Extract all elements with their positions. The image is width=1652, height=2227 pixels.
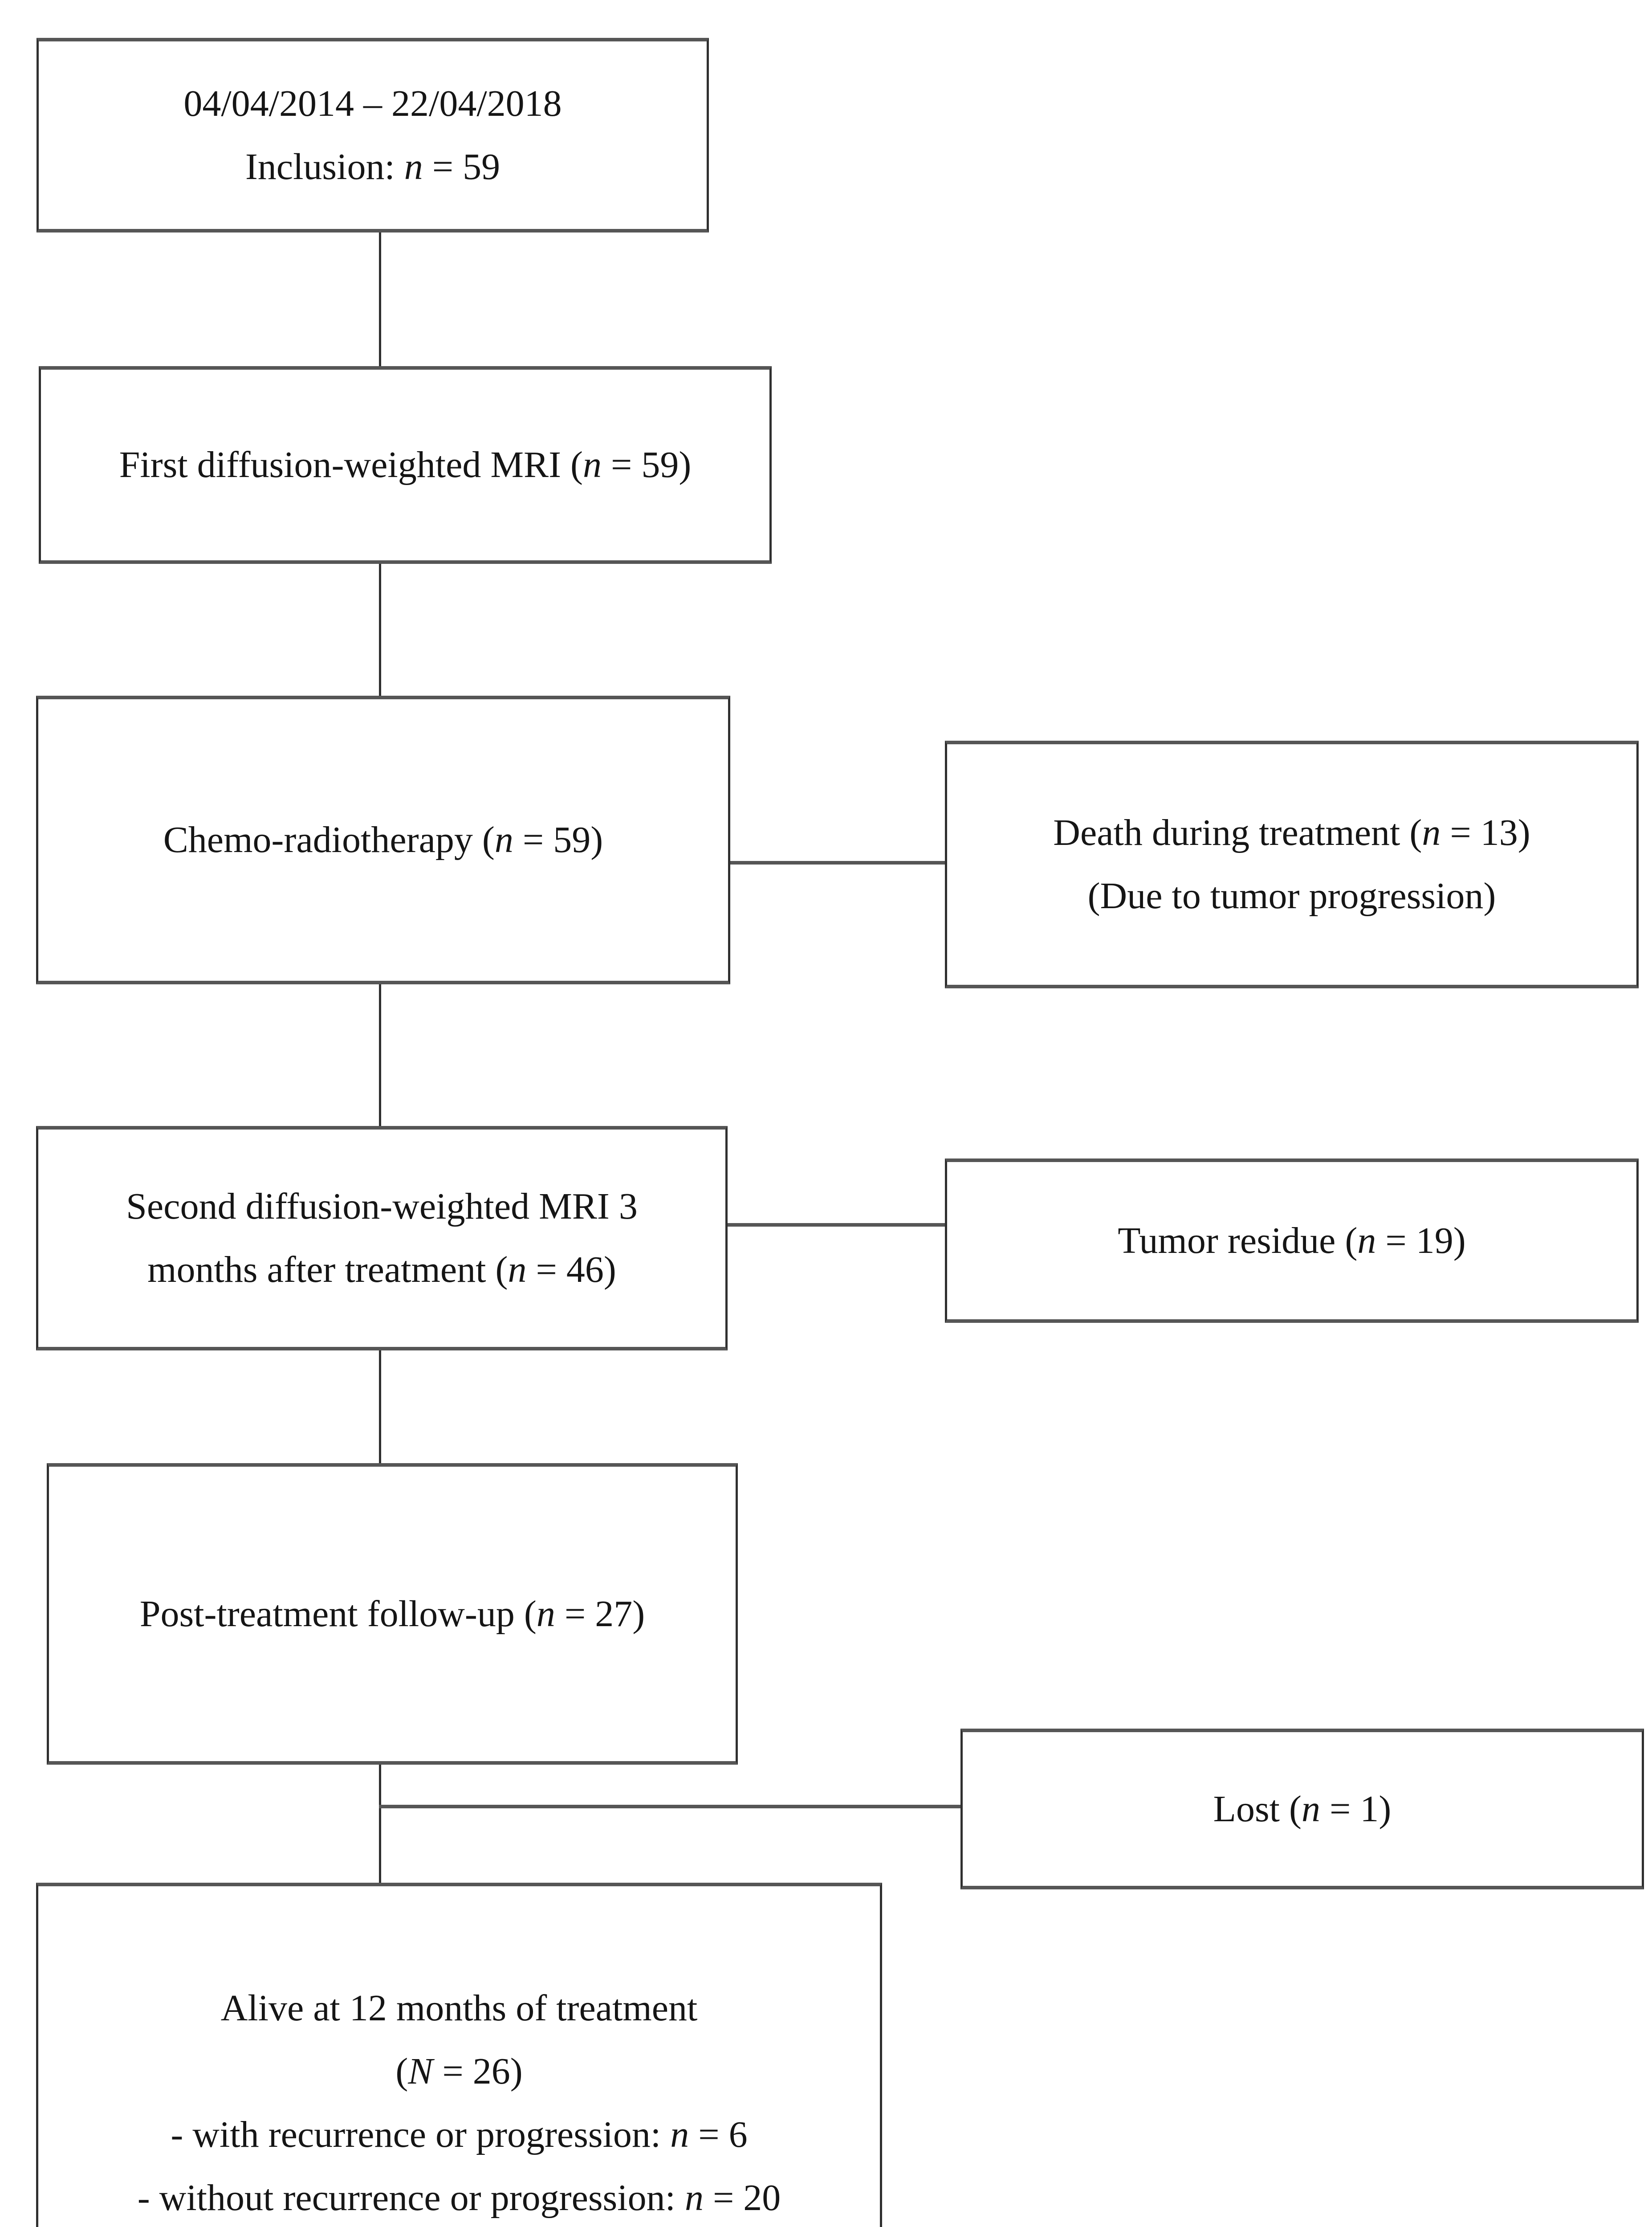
box-death-during-treatment: Death during treatment (n = 13) (Due to … xyxy=(945,741,1639,988)
connector-second-mri-to-residue xyxy=(728,1223,945,1227)
box-lost: Lost (n = 1) xyxy=(960,1729,1644,1889)
second-mri-line-1: Second diffusion-weighted MRI 3 xyxy=(126,1186,638,1227)
followup-line: Post-treatment follow-up (n = 27) xyxy=(139,1593,645,1635)
connector-followup-to-lost xyxy=(379,1805,960,1808)
box-post-treatment-follow-up: Post-treatment follow-up (n = 27) xyxy=(47,1463,738,1765)
death-count-line: Death during treatment (n = 13) xyxy=(1053,812,1530,853)
tumor-residue-line: Tumor residue (n = 19) xyxy=(1118,1220,1466,1261)
connector-followup-to-alive xyxy=(379,1765,381,1885)
alive-without-recurrence-line: - without recurrence or progression: n =… xyxy=(137,2177,781,2219)
connector-second-mri-to-followup xyxy=(379,1350,381,1463)
box-tumor-residue: Tumor residue (n = 19) xyxy=(945,1158,1639,1323)
second-mri-line-2: months after treatment (n = 46) xyxy=(147,1249,616,1290)
connector-chemo-to-death xyxy=(730,861,945,865)
box-inclusion: 04/04/2014 – 22/04/2018 Inclusion: n = 5… xyxy=(37,38,709,232)
connector-chemo-to-second-mri xyxy=(379,984,381,1126)
inclusion-dates-line: 04/04/2014 – 22/04/2018 xyxy=(183,82,562,124)
box-second-dw-mri: Second diffusion-weighted MRI 3 months a… xyxy=(36,1126,728,1350)
inclusion-count-line: Inclusion: n = 59 xyxy=(245,146,500,188)
box-alive-12-months: Alive at 12 months of treatment (N = 26)… xyxy=(36,1883,882,2227)
alive-with-recurrence-line: - with recurrence or progression: n = 6 xyxy=(171,2114,748,2155)
box-first-dw-mri: First diffusion-weighted MRI (n = 59) xyxy=(39,366,772,564)
connector-inclusion-to-first-mri xyxy=(379,232,381,366)
chemo-line: Chemo-radiotherapy (n = 59) xyxy=(163,819,603,861)
box-chemo-radiotherapy: Chemo-radiotherapy (n = 59) xyxy=(36,696,730,984)
first-mri-line: First diffusion-weighted MRI (n = 59) xyxy=(119,444,692,485)
alive-count-line: (N = 26) xyxy=(395,2051,523,2092)
lost-line: Lost (n = 1) xyxy=(1213,1788,1392,1830)
alive-title-line: Alive at 12 months of treatment xyxy=(220,1987,698,2029)
connector-first-mri-to-chemo xyxy=(379,564,381,696)
death-reason-line: (Due to tumor progression) xyxy=(1087,875,1496,917)
